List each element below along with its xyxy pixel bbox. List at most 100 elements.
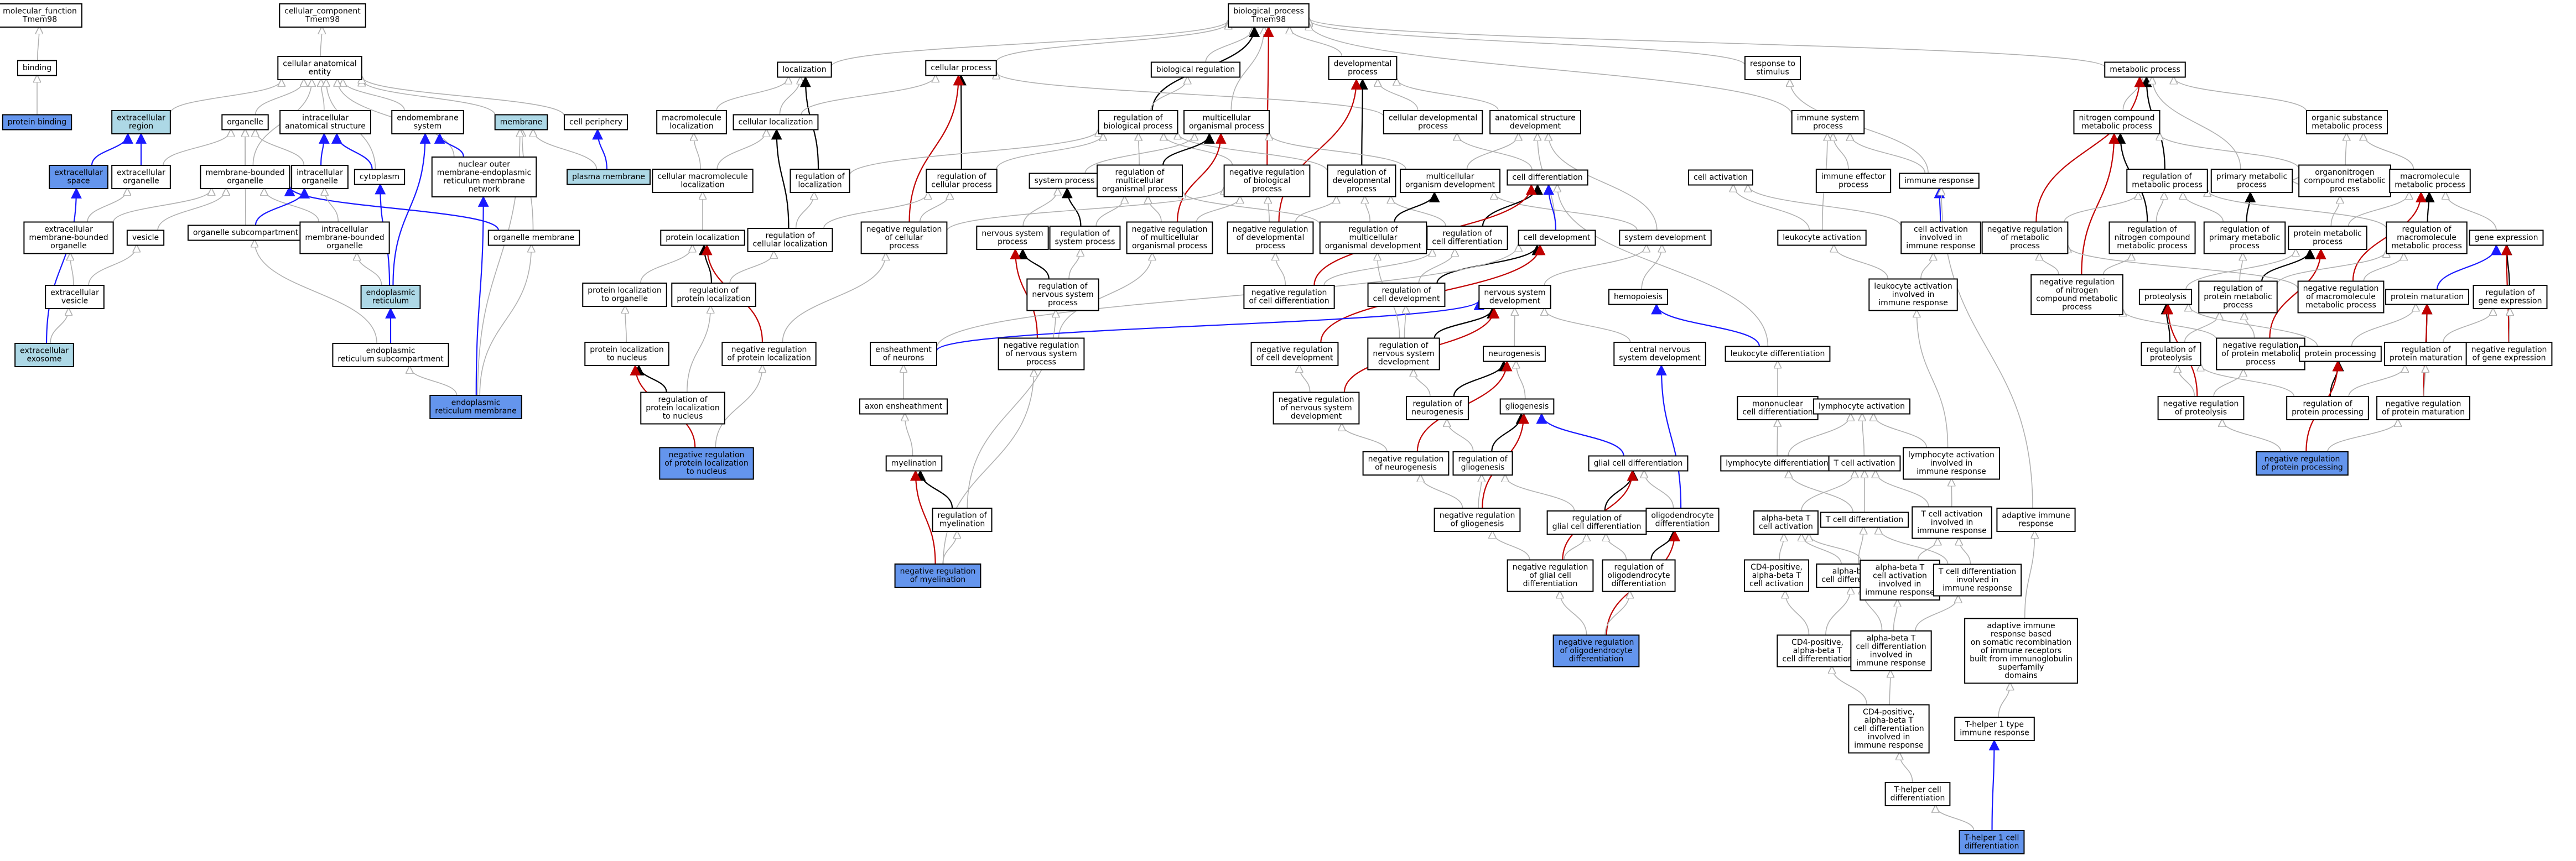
go-term-node[interactable]: organelle subcompartment [187, 225, 304, 241]
go-term-node[interactable]: cellular process [925, 60, 997, 76]
go-term-node[interactable]: T cell activation [1828, 455, 1901, 472]
go-term-node[interactable]: glial cell differentiation [1588, 455, 1689, 472]
go-term-node[interactable]: biological regulation [1150, 61, 1241, 78]
go-term-node[interactable]: T cell differentiation [1820, 512, 1909, 528]
go-term-node[interactable]: leukocyte differentiation [1725, 346, 1831, 362]
go-term-node[interactable]: organelle [221, 114, 269, 131]
go-term-node[interactable]: neurogenesis [1483, 346, 1546, 362]
go-term-node[interactable]: nuclear outermembrane-endoplasmicreticul… [431, 156, 537, 197]
go-term-node[interactable]: gene expression [2469, 229, 2544, 246]
go-term-node[interactable]: protein localization [660, 229, 745, 246]
go-term-node[interactable]: membrane [494, 114, 548, 131]
go-term-node[interactable]: cellular localization [733, 114, 819, 131]
go-term-node[interactable]: protein processing [2299, 346, 2382, 362]
go-term-node[interactable]: leukocyte activation [1777, 229, 1867, 246]
go-term-node[interactable]: system development [1619, 229, 1712, 246]
go-term-node[interactable]: immune response [1899, 173, 1980, 189]
go-term-node[interactable]: proteolysis [2138, 289, 2193, 305]
go-term-node[interactable]: binding [17, 60, 58, 76]
go-term-node[interactable]: cytoplasm [354, 169, 406, 185]
go-term-node[interactable]: metabolic process [2104, 61, 2186, 78]
go-term-node[interactable]: protein maturation [2385, 289, 2469, 305]
go-term-node[interactable]: plasma membrane [567, 169, 651, 185]
go-term-node[interactable]: axon ensheathment [859, 398, 948, 415]
go-term-node[interactable]: lymphocyte activation [1812, 398, 1911, 415]
go-term-node[interactable]: cell differentiation [1507, 169, 1588, 186]
go-term-node[interactable]: localization [777, 61, 832, 78]
go-term-node[interactable]: hemopoiesis [1608, 289, 1669, 305]
